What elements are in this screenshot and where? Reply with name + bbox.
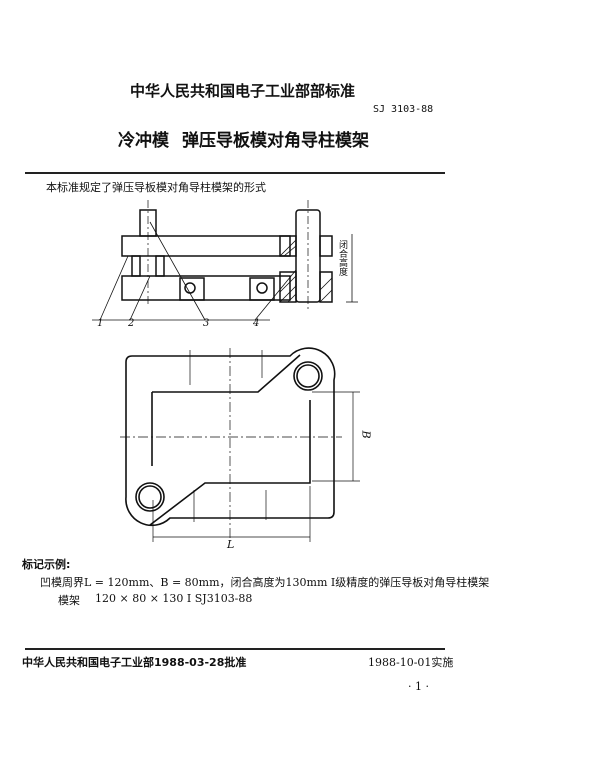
dimension-l-label: L [227, 538, 235, 551]
header-divider [25, 172, 445, 174]
plan-view [120, 347, 360, 542]
page-number: · 1 · [408, 680, 429, 693]
issuer-heading: 中华人民共和国电子工业部部标准 [130, 82, 356, 100]
page-title: 弹压导板模对角导柱模架 [182, 131, 369, 151]
outer-outline [125, 347, 336, 527]
side-view [92, 200, 358, 321]
inner-outline [149, 354, 311, 526]
callout-4: 4 [253, 318, 260, 329]
intro-text: 本标准规定了弹压导板模对角导柱模架的形式 [46, 181, 266, 194]
dimension-b-label: B [359, 430, 373, 439]
closed-height-label: 闭合高度 [337, 240, 347, 276]
example-heading: 标记示例: [22, 558, 71, 571]
callout-2: 2 [128, 318, 135, 329]
example-description: 凹模周界L = 120mm、B = 80mm，闭合高度为130mm Ⅰ级精度的弹… [40, 576, 490, 589]
upper-plate [121, 235, 291, 257]
effective-date: 1988-10-01实施 [368, 656, 454, 669]
callout-3: 3 [203, 318, 210, 329]
lower-plate [121, 275, 291, 301]
title-prefix: 冷冲模 [118, 131, 169, 151]
standard-number: SJ 3103-88 [373, 104, 434, 115]
designation-name: 模架 [58, 594, 80, 607]
designation-value: 120 × 80 × 130 Ⅰ SJ3103-88 [95, 592, 253, 605]
footer-divider [25, 648, 445, 650]
callout-1: 1 [97, 318, 104, 329]
approval-text: 中华人民共和国电子工业部1988-03-28批准 [22, 656, 247, 669]
